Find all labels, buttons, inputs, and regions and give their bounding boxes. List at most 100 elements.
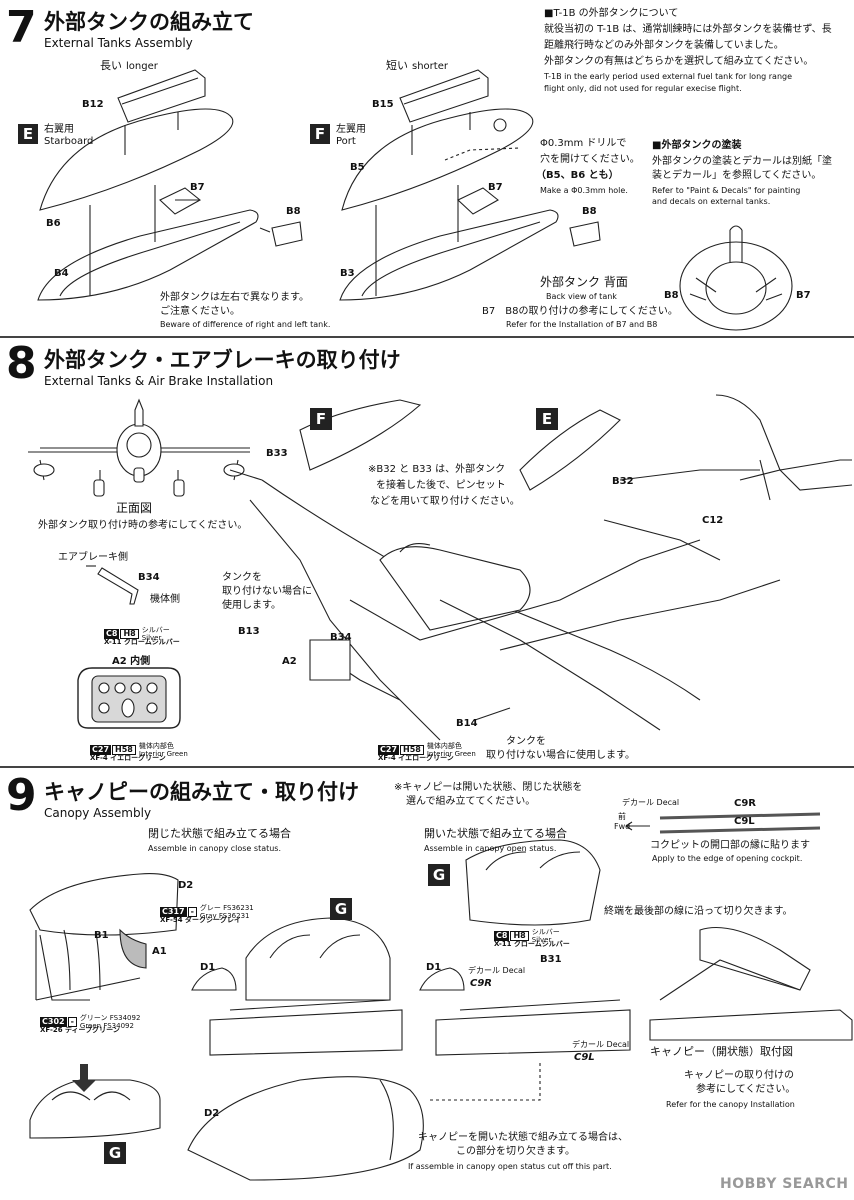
longer-label-jp: 長い (100, 59, 122, 72)
tank-omit-note-b-2: 取り付けない場合に使用します。 (486, 750, 635, 761)
part-b8-back: B8 (664, 290, 679, 301)
part-b1: B1 (94, 930, 109, 941)
main-aircraft-drawing (229, 399, 781, 741)
cutout-note-en: If assemble in canopy open status cut of… (408, 1162, 612, 1171)
cutout-note-1: キャノピーを開いた状態で組み立てる場合は、 (418, 1132, 628, 1143)
tank-omit-note-1: タンクを (222, 572, 262, 583)
badge-g-closed: G (330, 898, 352, 920)
color-name-en: Green FS34092 (79, 1022, 134, 1030)
watermark: HOBBY SEARCH (720, 1176, 849, 1192)
decal-c9r-label: デカール Decal (468, 966, 525, 976)
badge-e: E (18, 124, 38, 144)
color-name: シルバー Silver (532, 928, 560, 944)
port-tank-drawing (339, 69, 601, 301)
tank-omit-note-2: 取り付けない場合に (222, 586, 312, 597)
shorter-label-jp: 短い (386, 59, 408, 72)
color-h-code: - (187, 907, 197, 917)
part-d1-closed: D1 (200, 962, 216, 973)
paint-note-en-2: and decals on external tanks. (652, 197, 771, 206)
color-name-en: Silver (531, 936, 552, 944)
tank-note-line-1: 就役当初の T-1B は、通常訓練時には外部タンクを装備せず、長 (544, 24, 832, 35)
open-install-note-1: キャノピーの取り付けの (684, 1070, 794, 1081)
step-9-subtitle: Canopy Assembly (44, 806, 152, 820)
starboard-label-jp: 右翼用 (44, 124, 74, 135)
step-9-number: 9 (6, 770, 37, 821)
b7-b8-ref-en: Refer for the Installation of B7 and B8 (506, 320, 658, 329)
canopy-select-note-2: 選んで組み立ててください。 (406, 796, 536, 807)
part-b3: B3 (340, 268, 355, 279)
step-7-subtitle: External Tanks Assembly (44, 36, 193, 50)
decal-strip-label-jp: デカール (622, 798, 654, 807)
decal-c9l-label-jp: デカール (572, 1040, 604, 1049)
part-b31: B31 (540, 954, 562, 965)
color-code: C302 (40, 1017, 67, 1027)
front-label-jp: 前 (618, 812, 626, 821)
decal-strip-label-en: Decal (656, 798, 680, 807)
color-h-code: H8 (120, 629, 139, 639)
part-b8-starboard: B8 (286, 206, 301, 217)
color-name-jp: グリーン FS34092 (79, 1014, 141, 1022)
part-b15: B15 (372, 99, 394, 110)
body-side-label: 機体側 (150, 594, 180, 605)
drill-note-2: 穴を開けてください。 (540, 154, 640, 165)
color-name-en: Interior Green (138, 750, 188, 758)
down-arrow (72, 1064, 96, 1092)
decal-c9r-strip: C9R (734, 798, 756, 809)
front-view-aircraft-drawing (28, 398, 250, 497)
decal-strip-label: デカール Decal (622, 798, 679, 808)
color-h-code: H58 (112, 745, 136, 755)
part-b7-port: B7 (488, 182, 503, 193)
open-canopy-install-drawing (649, 927, 853, 1041)
tail-detail-drawing (715, 394, 853, 501)
color-name-en: Silver (141, 634, 162, 642)
color-name-en: Gray FS36231 (199, 912, 250, 920)
tank-note-en-2: flight only, did not used for regular ex… (544, 84, 742, 93)
starboard-tank-drawing (37, 69, 303, 301)
decal-c9r-label-jp: デカール (468, 966, 500, 975)
color-code: C8 (104, 629, 120, 639)
color-sub: XF-54 ダークシーグレイ (160, 916, 242, 924)
badge-g-bottom: G (104, 1142, 126, 1164)
color-name: 機体内部色 Interior Green (427, 742, 476, 758)
decal-c9l: C9L (574, 1052, 595, 1063)
color-name-jp: 機体内部色 (138, 742, 174, 750)
step-8-subtitle: External Tanks & Air Brake Installation (44, 374, 274, 388)
canopy-closed-drawing (29, 873, 179, 1139)
pin-note-1: ※B32 と B33 は、外部タンク (368, 464, 506, 475)
color-name: 機体内部色 Interior Green (139, 742, 188, 758)
section-divider-8-9 (0, 766, 854, 768)
color-name-jp: 機体内部色 (426, 742, 462, 750)
color-sub: X-11 クロームシルバー (494, 940, 570, 948)
drill-note-3: （B5、B6 とも） (536, 170, 619, 181)
badge-f: F (310, 124, 330, 144)
longer-label-en: longer (126, 61, 158, 72)
cut-note: 終端を最後部の線に沿って切り欠きます。 (604, 906, 793, 917)
step-8-number: 8 (6, 338, 37, 389)
part-a1: A1 (152, 946, 167, 957)
color-chip-green: C302 - グリーン FS34092 Green FS34092 XF-26 … (40, 1014, 141, 1034)
part-d2-bottom: D2 (204, 1108, 220, 1119)
decal-c9l-strip: C9L (734, 816, 755, 827)
part-d2: D2 (178, 880, 194, 891)
color-name-jp: シルバー (141, 626, 170, 634)
b7-b8-ref-jp: B7 B8の取り付けの参考にしてください。 (482, 306, 678, 317)
part-b7-starboard: B7 (190, 182, 205, 193)
closed-title-jp: 閉じた状態で組み立てる場合 (148, 827, 291, 840)
color-sub: X-11 クロームシルバー (104, 638, 180, 646)
back-view-title-en: Back view of tank (546, 292, 617, 301)
part-b14: B14 (456, 718, 478, 729)
color-chip-grey: C317 - グレー FS36231 Gray FS36231 XF-54 ダー… (160, 904, 254, 924)
back-view-title-jp: 外部タンク 背面 (540, 275, 628, 289)
color-h-code: - (67, 1017, 77, 1027)
drill-note-en: Make a Φ0.3mm hole. (540, 186, 628, 195)
part-b34: B34 (138, 572, 160, 583)
color-code: C27 (90, 745, 112, 755)
color-code: C317 (160, 907, 187, 917)
part-d1-open: D1 (426, 962, 442, 973)
part-b7-back: B7 (796, 290, 811, 301)
decal-c9r: C9R (470, 978, 492, 989)
a2-inner-panel-drawing (77, 667, 181, 729)
diff-note-en: Beware of difference of right and left t… (160, 320, 331, 329)
front-view-title: 正面図 (116, 501, 153, 515)
